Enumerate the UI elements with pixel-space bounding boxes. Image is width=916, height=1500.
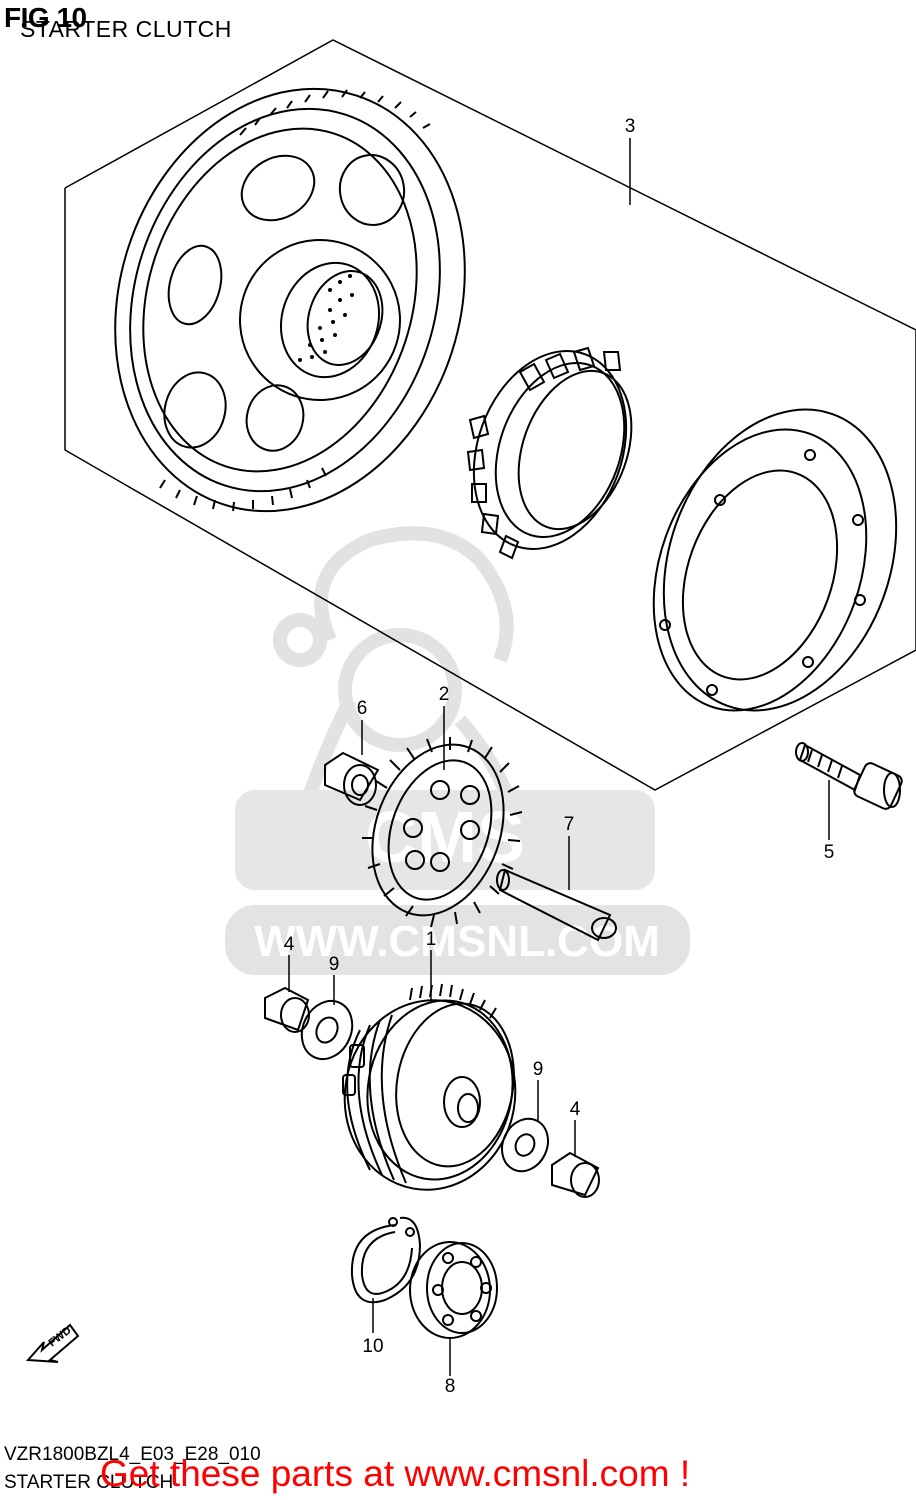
callout-1: 1 bbox=[426, 929, 437, 950]
starter-clutch-gear bbox=[342, 983, 517, 1191]
figure-title: FIG 10 bbox=[4, 2, 87, 33]
bushing bbox=[324, 751, 380, 806]
callout-7: 7 bbox=[564, 814, 575, 835]
circlip bbox=[350, 1216, 422, 1304]
assembly-panel-outline bbox=[64, 39, 916, 791]
watermark-logo-text: CMS bbox=[365, 798, 525, 878]
promo-link[interactable]: Get these parts at www.cmsnl.com ! bbox=[100, 1453, 691, 1494]
diagram-name: STARTER CLUTCH bbox=[4, 1472, 174, 1493]
callout-5: 5 bbox=[824, 842, 835, 863]
washer-left bbox=[300, 999, 354, 1061]
callout-9a: 9 bbox=[329, 954, 340, 975]
callout-9b: 9 bbox=[533, 1059, 544, 1080]
bearing bbox=[409, 1241, 498, 1339]
bushing-right bbox=[551, 1151, 600, 1198]
callout-3: 3 bbox=[625, 116, 636, 137]
watermark-banner bbox=[225, 905, 690, 975]
idle-gear-shaft bbox=[496, 868, 617, 942]
hub-holes bbox=[298, 274, 354, 362]
callout-4a: 4 bbox=[284, 934, 295, 955]
watermark-url: WWW.CMSNL.COM bbox=[254, 917, 660, 966]
leader-lines bbox=[288, 138, 830, 1376]
callout-10: 10 bbox=[362, 1336, 383, 1357]
idle-gear bbox=[362, 737, 523, 928]
one-way-clutch bbox=[466, 346, 633, 560]
callout-6: 6 bbox=[357, 698, 368, 719]
watermark: CMS WWW.CMSNL.COM bbox=[225, 526, 690, 975]
fwd-arrow-icon: FWD bbox=[25, 1323, 80, 1363]
bolt bbox=[795, 742, 903, 810]
callouts: 3 6 2 7 5 4 9 1 9 4 10 8 bbox=[284, 116, 835, 1397]
callout-4b: 4 bbox=[570, 1099, 581, 1120]
starter-driven-gear bbox=[114, 87, 466, 513]
callout-8: 8 bbox=[445, 1376, 456, 1397]
washer-right bbox=[501, 1117, 549, 1173]
watermark-logo: CMS bbox=[235, 790, 655, 890]
diagram-subtitle: STARTER CLUTCH bbox=[20, 16, 232, 42]
clutch-plate bbox=[652, 408, 898, 712]
fwd-label: FWD bbox=[46, 1324, 73, 1349]
callout-2: 2 bbox=[439, 684, 450, 705]
diagram-code: VZR1800BZL4_E03_E28_010 bbox=[4, 1444, 261, 1465]
